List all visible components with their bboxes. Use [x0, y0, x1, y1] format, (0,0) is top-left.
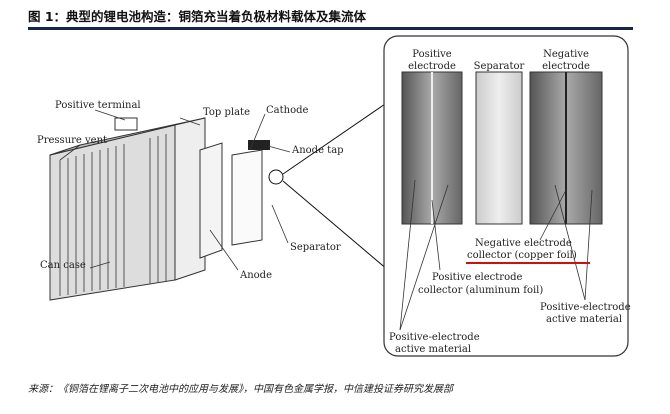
label-positive-electrode-1: Positive: [412, 49, 452, 60]
anode-tab: [248, 140, 270, 150]
label-pressure-vent: Pressure vent: [37, 135, 107, 146]
label-pos-active-left-2: active material: [395, 344, 471, 355]
magnify-circle: [268, 169, 284, 185]
label-can-case: Can case: [40, 260, 86, 271]
source-note: 来源：《铜箔在锂离子二次电池中的应用与发展》，中国有色金属学报，中信建投证券研究…: [28, 384, 453, 395]
label-pos-collector-2: collector (aluminum foil): [418, 285, 543, 296]
battery-can: [49, 117, 206, 301]
label-pos-collector-1: Positive electrode: [432, 272, 522, 283]
label-positive-electrode-2: electrode: [408, 61, 456, 72]
separator-strip: [475, 71, 523, 225]
label-pos-active-right-2: active material: [546, 314, 622, 325]
figure-title: 图 1：典型的锂电池构造：铜箔充当着负极材料载体及集流体: [28, 9, 367, 24]
label-neg-collector-2: collector (copper foil): [467, 250, 577, 261]
label-negative-electrode-1: Negative: [543, 49, 589, 60]
anode-sheet: [199, 142, 223, 259]
label-negative-electrode-2: electrode: [542, 61, 590, 72]
label-cathode: Cathode: [266, 105, 308, 116]
label-separator: Separator: [474, 61, 525, 72]
label-separator-left: Separator: [290, 242, 341, 253]
label-top-plate: Top plate: [203, 107, 250, 118]
label-anode-tap: Anode tap: [291, 145, 344, 156]
label-positive-terminal: Positive terminal: [55, 100, 141, 111]
cathode-sheet: [231, 149, 263, 246]
label-anode: Anode: [239, 270, 272, 281]
label-pos-active-left-1: Positive-electrode: [389, 332, 480, 343]
title-rule: [28, 27, 633, 30]
label-neg-collector-1: Negative electrode: [475, 238, 572, 249]
label-pos-active-right-1: Positive-electrode: [540, 302, 631, 313]
